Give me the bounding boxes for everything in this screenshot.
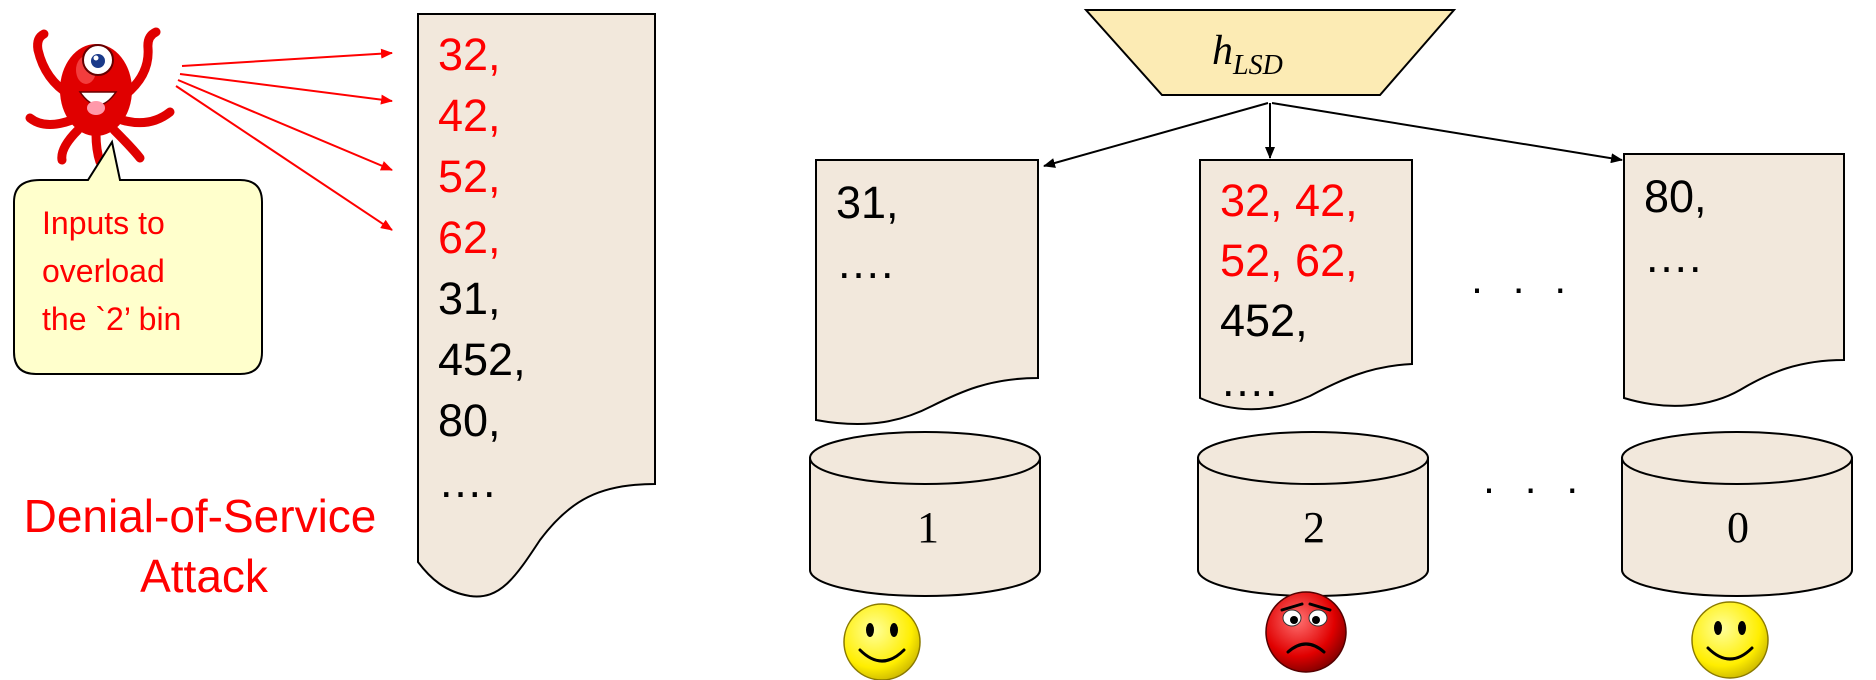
bin-2-black-line-1: 452, [1220, 295, 1308, 346]
attack-label-line-2: Attack [140, 550, 269, 602]
bin-0-document [1623, 153, 1845, 407]
hash-arrow-bin-1 [1043, 102, 1269, 168]
input-black-1: 31, [438, 273, 501, 324]
happy-smiley-icon [1691, 601, 1769, 679]
hash-arrow-bin-0 [1271, 102, 1623, 164]
input-red-3: 52, [438, 151, 501, 202]
bin-1-label: 1 [917, 503, 939, 552]
bin-1-document [815, 159, 1039, 425]
bubble-line-2: overload [42, 253, 165, 289]
bin-2-label: 2 [1303, 503, 1325, 552]
hash-arrows [1043, 102, 1623, 168]
attack-label-line-1: Denial-of-Service [24, 490, 377, 542]
sad-smiley-icon [1265, 591, 1347, 673]
bin-2-red-line-1: 32, 42, [1220, 175, 1358, 226]
bin-1-line-1: 31, [836, 177, 899, 228]
input-black-3: 80, [438, 395, 501, 446]
attack-arrow-2 [179, 73, 393, 105]
bin-2-black-line-2: …. [1220, 355, 1278, 406]
ellipsis-storage: · · · [1482, 464, 1587, 511]
bin-0-line-1: 80, [1644, 171, 1707, 222]
bin-1: 31, …. 1 [809, 159, 1041, 680]
hash-function-funnel: hLSD [1083, 9, 1457, 96]
hash-label: hLSD [1212, 28, 1283, 81]
attack-arrows [175, 48, 393, 231]
input-red-1: 32, [438, 29, 501, 80]
bin-1-storage [809, 457, 1041, 597]
bubble-line-1: Inputs to [42, 205, 165, 241]
input-black-4: …. [438, 456, 496, 507]
attack-arrow-4 [175, 85, 393, 231]
attack-arrow-3 [177, 79, 393, 171]
bin-0-storage [1621, 457, 1853, 597]
bin-0: 80, …. 0 [1621, 153, 1853, 679]
bin-1-line-2: …. [836, 237, 894, 288]
ellipsis-documents: · · · [1470, 264, 1575, 311]
attacker-speech-bubble: Inputs to overload the `2’ bin [13, 139, 263, 375]
attack-arrow-1 [181, 48, 393, 67]
input-list-document: 32, 42, 52, 62, 31, 452, 80, …. [417, 13, 656, 598]
bin-0-label: 0 [1727, 503, 1749, 552]
input-black-2: 452, [438, 334, 526, 385]
bin-2: 32, 42, 52, 62, 452, …. 2 [1197, 159, 1429, 673]
red-monster-icon [25, 27, 175, 167]
happy-smiley-icon [843, 603, 921, 680]
bin-2-document [1199, 159, 1413, 411]
bin-2-red-line-2: 52, 62, [1220, 235, 1358, 286]
bubble-line-3: the `2’ bin [42, 301, 181, 337]
input-red-4: 62, [438, 212, 501, 263]
input-red-2: 42, [438, 90, 501, 141]
bin-0-line-2: …. [1644, 231, 1702, 282]
